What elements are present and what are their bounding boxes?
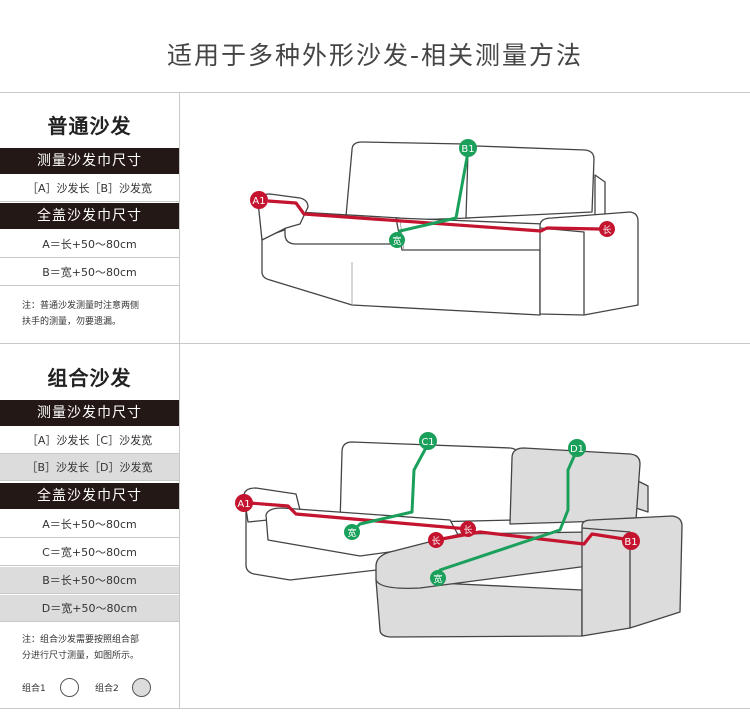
- svg-text:长: 长: [602, 224, 611, 236]
- section2-row-b: B＝长+50～80cm: [0, 567, 179, 594]
- svg-text:A1: A1: [237, 499, 250, 510]
- section2-row-ac: ［A］沙发长［C］沙发宽: [0, 427, 179, 454]
- label-length: 长: [599, 221, 615, 237]
- section2-note: 注：组合沙发需要按照组合部 分进行尺寸测量，如图所示。: [22, 632, 172, 664]
- label-c1: C1: [419, 432, 437, 450]
- legend-combo1-swatch: [60, 678, 79, 697]
- section2-row-c: C＝宽+50～80cm: [0, 539, 179, 566]
- label-width: 宽: [389, 232, 405, 248]
- section1-note-line1: 注：普通沙发测量时注意两侧: [22, 301, 140, 311]
- svg-text:宽: 宽: [347, 527, 356, 539]
- svg-text:长: 长: [463, 524, 472, 536]
- divider-vertical: [179, 92, 180, 708]
- section2-note-line2: 分进行尺寸测量，如图所示。: [22, 651, 140, 661]
- section1-title: 普通沙发: [47, 114, 132, 138]
- label-d1: D1: [568, 439, 586, 457]
- section1-cover-bar: 全盖沙发巾尺寸: [0, 203, 179, 229]
- combo-legend: 组合1 组合2: [22, 678, 172, 698]
- legend-combo1-label: 组合1: [22, 684, 46, 694]
- legend-combo2-swatch: [132, 678, 151, 697]
- section2-note-line1: 注：组合沙发需要按照组合部: [22, 635, 140, 645]
- section2-cover-bar: 全盖沙发巾尺寸: [0, 483, 179, 509]
- svg-text:宽: 宽: [392, 235, 401, 247]
- section2-row-d: D＝宽+50～80cm: [0, 595, 179, 622]
- section1-row-ab: ［A］沙发长［B］沙发宽: [0, 175, 179, 202]
- divider-top: [0, 92, 750, 93]
- legend-combo2-label: 组合2: [95, 684, 119, 694]
- section1-note: 注：普通沙发测量时注意两侧 扶手的测量，勿要遗漏。: [22, 298, 172, 330]
- svg-text:长: 长: [431, 535, 440, 547]
- svg-text:C1: C1: [421, 437, 434, 448]
- section1-measure-bar: 测量沙发巾尺寸: [0, 148, 179, 174]
- svg-text:B1: B1: [624, 537, 637, 548]
- divider-bottom: [0, 708, 750, 709]
- label-length-combo2: 长: [428, 532, 444, 548]
- section1-note-line2: 扶手的测量，勿要遗漏。: [22, 317, 122, 327]
- svg-text:宽: 宽: [433, 573, 442, 585]
- label-b1: B1: [622, 532, 640, 550]
- sectional-sofa-diagram: A1 C1 D1 B1 宽 宽 长 长: [235, 432, 683, 638]
- label-a1: A1: [235, 494, 253, 512]
- section1-row-a: A＝长+50～80cm: [0, 231, 179, 258]
- svg-text:B1: B1: [461, 144, 474, 155]
- svg-text:D1: D1: [570, 444, 584, 455]
- label-width-combo2: 宽: [430, 570, 446, 586]
- section2-row-bd: ［B］沙发长［D］沙发宽: [0, 454, 179, 481]
- label-a1: A1: [250, 191, 268, 209]
- label-width-combo1: 宽: [344, 524, 360, 540]
- label-length-combo1: 长: [460, 521, 476, 537]
- divider-middle: [0, 343, 750, 344]
- label-b1: B1: [459, 139, 477, 157]
- section1-row-b: B＝宽+50～80cm: [0, 259, 179, 286]
- svg-text:A1: A1: [252, 196, 265, 207]
- section2-row-a: A＝长+50～80cm: [0, 511, 179, 538]
- section2-measure-bar: 测量沙发巾尺寸: [0, 400, 179, 426]
- regular-sofa-diagram: A1 B1 宽 长: [250, 139, 639, 316]
- page-title: 适用于多种外形沙发-相关测量方法: [166, 41, 584, 70]
- section2-title: 组合沙发: [47, 366, 132, 390]
